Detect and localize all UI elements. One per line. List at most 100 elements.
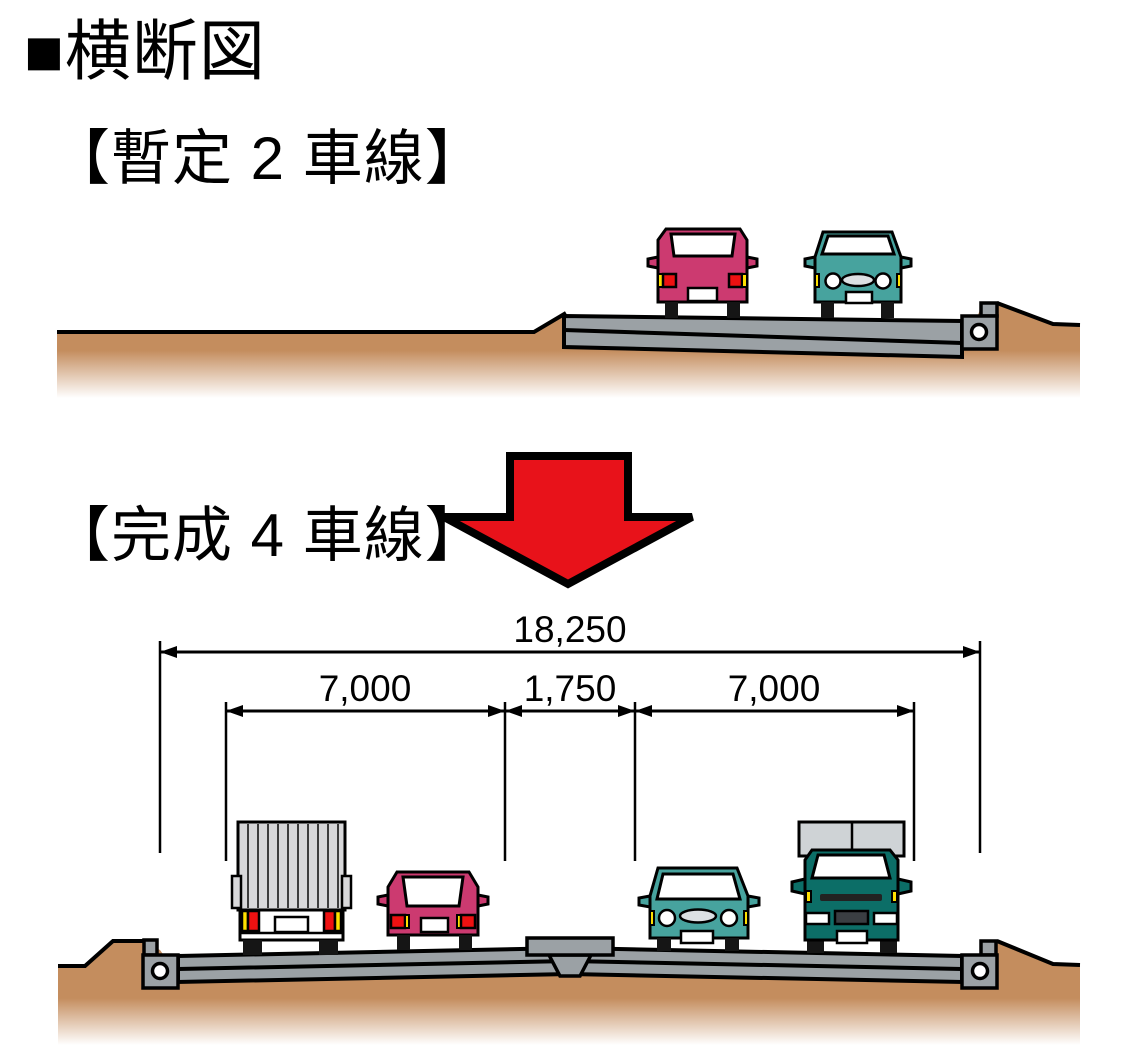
arrowhead [963,646,980,658]
windshield [810,853,892,880]
dimension-value-right-lane: 7,000 [728,668,821,709]
page-title: ■横断図 [24,14,266,88]
ground-embankment [57,303,1080,398]
side-hinge [340,874,353,910]
arrowhead [226,705,243,717]
wheel [727,302,740,318]
right-mirror [745,255,759,270]
tail-light-red [322,909,337,933]
pink-car-rear [376,870,490,950]
dimension-value-left-lane: 7,000 [319,668,412,709]
tail-light-yellow [333,909,343,933]
drain-hole [969,322,989,342]
wheel [459,935,472,950]
provisional-scene [57,227,1081,398]
license-plate [835,929,869,945]
headlight [719,908,739,928]
tail-light-red [727,272,744,289]
headlight [872,911,899,926]
arrowhead [618,705,635,717]
dimension-value-median: 1,750 [524,668,617,709]
license-plate [273,915,310,934]
drain-hole [150,961,170,981]
provisional-section-label: 【暫定 2 車線】 [50,125,486,192]
side-marker-yellow [814,273,820,288]
wheel [657,938,671,951]
grille [678,908,718,924]
headlight [657,908,677,928]
vent-slit [820,894,882,901]
side-marker-yellow [896,273,902,288]
wheel [821,302,834,318]
dimension-value-total: 18,250 [513,609,626,650]
headlight [804,911,831,926]
side-marker-yellow [891,890,898,903]
container-ribs [247,824,339,908]
left-mirror [376,893,390,908]
tail-light-yellow [404,914,410,929]
side-marker-yellow [805,890,812,903]
wheel [725,938,739,951]
wheel [665,302,678,318]
down-arrow-icon [442,452,694,589]
tail-light-red [459,913,477,930]
ground-embankment [58,941,1080,1045]
side-marker-yellow [649,910,655,926]
wheel [397,935,410,950]
wheel [881,302,894,318]
completed-scene [58,820,1081,1045]
road-slab-layer-line [563,328,963,345]
license-plate [844,290,874,305]
tail-light-red [661,272,678,289]
arrowhead [160,646,177,658]
right-mirror [476,893,490,908]
tail-light-yellow [741,273,748,288]
completed-section-label: 【完成 4 車線】 [50,502,486,569]
ground-surface-line-right [996,301,1081,327]
curb-step [142,938,159,957]
curb-block [141,953,180,990]
license-plate [419,916,450,934]
tail-light-red [246,909,261,933]
arrowhead [635,705,652,717]
right-mirror [896,877,913,896]
arrowhead [505,705,522,717]
windshield [655,872,742,901]
right-mirror [746,894,761,909]
grille [833,909,870,926]
tail-light-red [389,913,407,930]
grille [840,272,876,288]
arrowhead [488,705,505,717]
left-mirror [646,255,660,270]
rear-window [669,232,737,258]
left-mirror [637,894,652,909]
wheel [319,940,338,955]
drain-hole [970,961,990,981]
windshield [819,234,897,256]
truck-rear [230,820,353,955]
ground-surface-line-left [58,939,143,968]
arrowhead [897,705,914,717]
curb-block [960,314,999,351]
right-mirror [899,255,913,270]
ground-surface-line-right [996,939,1081,967]
rear-window [401,875,465,908]
wheel [243,940,262,955]
curb-step [979,939,998,957]
curb-step [979,301,999,318]
license-plate [686,286,719,303]
left-mirror [790,877,807,896]
pink-car-rear [646,227,759,318]
median-cap [525,936,615,957]
license-plate [679,929,715,945]
side-hinge [230,874,243,910]
headlight [874,272,892,290]
headlight [824,272,842,290]
ground-surface-line-left [57,311,568,334]
side-marker-yellow [743,910,749,926]
dimension-annotations [158,641,982,861]
teal-car-front [637,866,761,951]
teal-car-front [803,230,913,318]
